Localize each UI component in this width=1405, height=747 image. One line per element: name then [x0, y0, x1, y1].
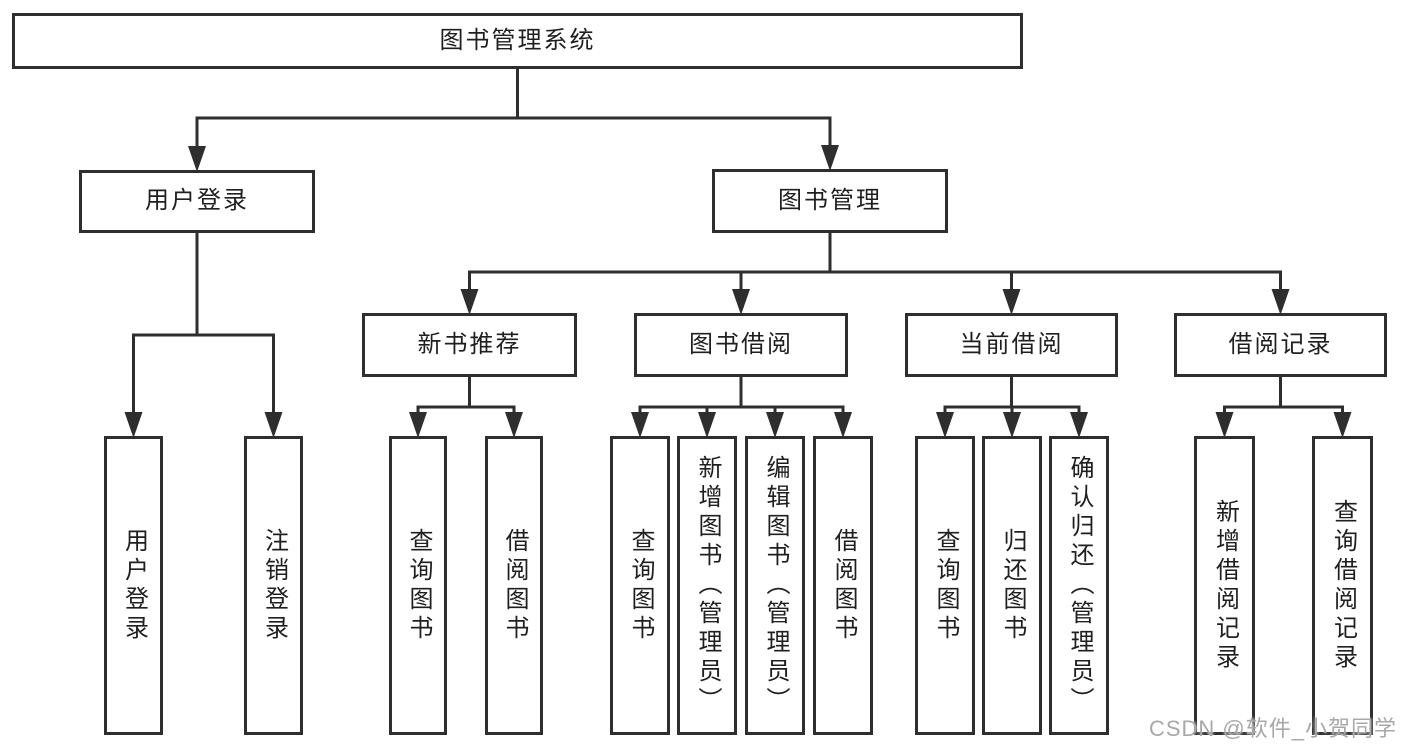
node-book-mgmt: 图书管理	[712, 169, 948, 233]
node-leaf-bb-borrow: 借阅图书	[813, 436, 873, 735]
node-new-book-recommend: 新书推荐	[362, 313, 577, 377]
node-leaf-br-query: 查询借阅记录	[1312, 436, 1373, 735]
node-leaf-cb-query: 查询图书	[915, 436, 975, 735]
node-book-borrow: 图书借阅	[634, 313, 848, 377]
node-leaf-br-add: 新增借阅记录	[1194, 436, 1255, 735]
node-leaf-bb-edit: 编辑图书（管理员）	[745, 436, 805, 735]
node-leaf-cb-confirm: 确认归还（管理员）	[1049, 436, 1109, 735]
node-leaf-bb-add: 新增图书（管理员）	[677, 436, 737, 735]
node-current-borrow: 当前借阅	[905, 313, 1118, 377]
node-leaf-bb-query: 查询图书	[610, 436, 670, 735]
node-leaf-logout: 注销登录	[244, 436, 303, 735]
node-root: 图书管理系统	[12, 13, 1023, 69]
node-leaf-nb-query: 查询图书	[389, 436, 447, 735]
node-borrow-record: 借阅记录	[1174, 313, 1387, 377]
node-leaf-user-login: 用户登录	[104, 436, 163, 735]
node-leaf-cb-return: 归还图书	[982, 436, 1042, 735]
node-user-login: 用户登录	[79, 170, 315, 233]
watermark: CSDN @软件_小贺同学	[1148, 716, 1397, 741]
node-leaf-nb-borrow: 借阅图书	[485, 436, 543, 735]
